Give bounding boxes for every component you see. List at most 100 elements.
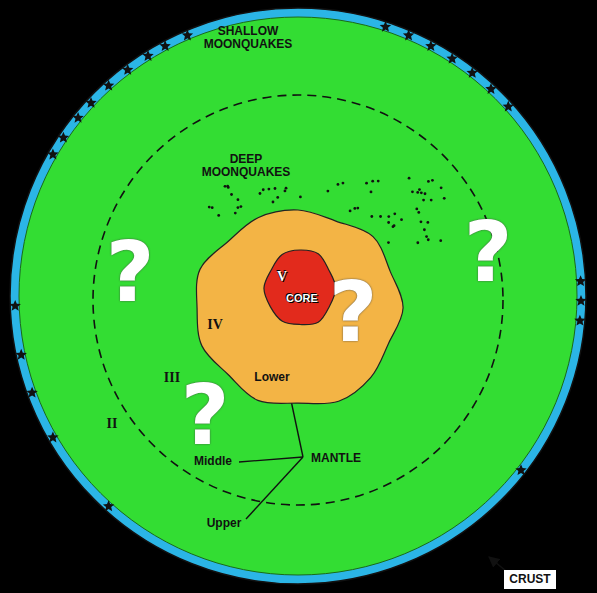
quake-dot [416, 241, 419, 244]
quake-dot [274, 187, 277, 190]
quake-dot [387, 221, 390, 224]
quake-star [85, 97, 96, 108]
zone-number: IV [207, 317, 223, 332]
quake-dot [337, 183, 340, 186]
zone-label: DEEP MOONQUAKES [198, 153, 294, 179]
zone-boundary-dashed [93, 95, 503, 505]
quake-star [182, 30, 193, 41]
quake-dot [211, 206, 214, 209]
quake-star [47, 432, 58, 443]
quake-star [103, 500, 114, 511]
quake-dot [418, 188, 421, 191]
quake-star [47, 149, 58, 160]
core-region: V CORE [262, 247, 338, 329]
quake-star [103, 80, 114, 91]
region-outline [262, 247, 338, 329]
quake-dot [370, 215, 373, 218]
quake-star [575, 275, 586, 286]
question-mark: ? [106, 230, 155, 314]
quake-star [142, 50, 153, 61]
core-label: CORE [286, 292, 318, 304]
quake-dot [408, 177, 411, 180]
quake-star [574, 315, 585, 326]
quake-dot [417, 211, 420, 214]
quake-star [503, 101, 514, 112]
quake-dot [299, 196, 302, 199]
quake-dot [440, 186, 443, 189]
mantle-label: MANTLE [311, 452, 361, 465]
leader-line [246, 457, 303, 519]
quake-dot [349, 210, 352, 213]
question-mark: ? [329, 270, 378, 354]
quake-dot [237, 206, 240, 209]
crust-label: CRUST [506, 573, 553, 586]
quake-dot [400, 218, 403, 221]
quake-dot [365, 182, 368, 185]
mantle-body [19, 17, 577, 575]
quake-dot [284, 189, 287, 192]
quake-dot [431, 179, 434, 182]
crust-label-ground [504, 570, 556, 589]
quake-dot [393, 212, 396, 215]
quake-dot [326, 190, 329, 193]
quake-star [58, 132, 69, 143]
quake-star [485, 83, 496, 94]
zone-number: II [107, 416, 118, 431]
quake-star [515, 464, 526, 475]
zone-number: III [164, 370, 180, 385]
mantle-part-label: Upper [207, 517, 242, 530]
quake-dot [267, 188, 270, 191]
quake-star [575, 295, 586, 306]
quake-dot [377, 180, 380, 183]
quake-dot [234, 212, 237, 215]
quake-star [72, 112, 83, 123]
quake-dot [379, 215, 382, 218]
quake-dot [208, 206, 211, 209]
mantle-part-label: Lower [254, 371, 289, 384]
quake-star [10, 300, 21, 311]
quake-dot [342, 182, 345, 185]
quake-star [26, 387, 37, 398]
quake-star [16, 349, 27, 360]
quake-star [425, 40, 436, 51]
quake-dot [240, 205, 243, 208]
zone-label: SHALLOW MOONQUAKES [200, 25, 296, 51]
quake-dot [217, 214, 220, 217]
quake-dot [272, 201, 275, 204]
question-mark: ? [464, 210, 513, 294]
quake-dot [285, 187, 288, 190]
quake-star [159, 40, 170, 51]
quake-dot [259, 192, 262, 195]
quake-star [380, 21, 392, 32]
quake-dot [356, 207, 359, 210]
quake-star [403, 30, 414, 41]
quake-dot [420, 220, 423, 223]
quake-star [467, 67, 478, 78]
quake-dot [427, 180, 430, 183]
quake-dot [276, 196, 279, 199]
quake-dot [371, 180, 374, 183]
quake-dot [424, 192, 427, 195]
quake-dot [415, 208, 418, 211]
quake-dot [426, 221, 429, 224]
quake-dot [387, 241, 390, 244]
quake-dot [226, 185, 229, 188]
mantle-part-label: Middle [194, 455, 232, 468]
quake-dot [423, 228, 426, 231]
quake-dot [422, 199, 425, 202]
quake-star [122, 64, 133, 75]
quake-dot [393, 224, 396, 227]
zone-number: V [277, 269, 287, 284]
quake-dot [420, 191, 423, 194]
mantle-leader-lines [239, 391, 303, 519]
quake-dot [262, 188, 265, 191]
quake-dot [370, 191, 373, 194]
question-mark: ? [181, 373, 230, 457]
quake-dot [443, 197, 446, 200]
quake-dot [439, 239, 442, 242]
quake-dot [387, 215, 390, 218]
crust-pointer-arrow [489, 557, 506, 571]
quake-dot [425, 235, 428, 238]
quake-star [446, 53, 457, 64]
